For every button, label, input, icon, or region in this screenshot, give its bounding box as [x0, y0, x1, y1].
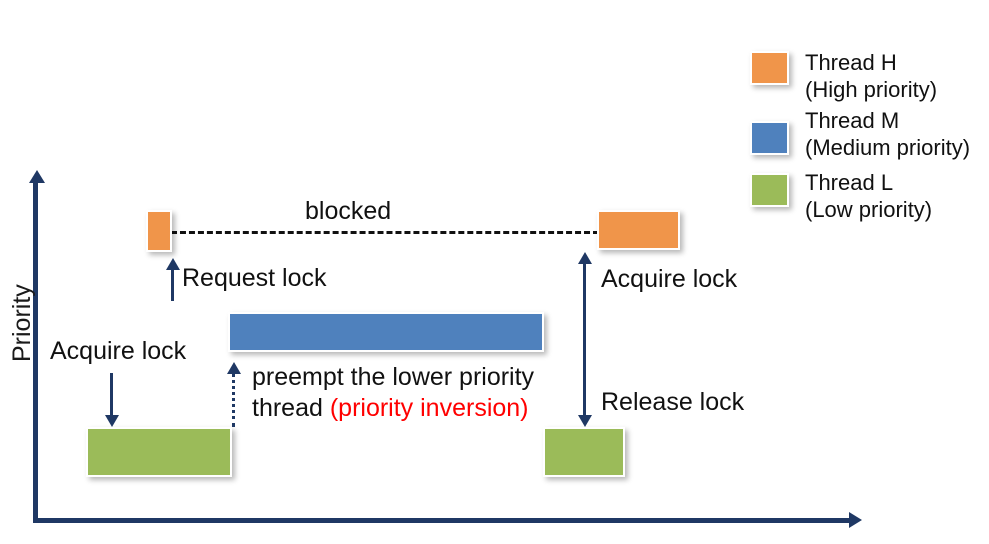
thread-m-running-block	[228, 312, 544, 352]
thread-h-acquired-block	[597, 210, 680, 250]
blocked-label: blocked	[305, 197, 392, 225]
y-axis-title: Priority	[8, 284, 36, 362]
preempt-arrowhead	[227, 362, 241, 374]
request-lock-arrowhead	[166, 258, 180, 270]
acquire-lock-left-arrowhead	[105, 415, 119, 427]
y-axis-arrowhead	[29, 170, 45, 183]
legend-swatch-thread-m	[750, 121, 789, 155]
legend-thread-m-line1: Thread M	[805, 108, 900, 133]
legend-thread-l-line2: (Low priority)	[805, 196, 933, 222]
priority-inversion-emphasis: (priority inversion)	[329, 393, 529, 422]
acquire-lock-left-label: Acquire lock	[50, 337, 187, 365]
legend-label-thread-m: Thread M (Medium priority)	[805, 108, 970, 162]
acquire-lock-left-arrow-shaft	[110, 373, 113, 417]
x-axis-arrowhead	[849, 512, 862, 528]
legend-swatch-thread-h	[750, 51, 789, 85]
preempt-annotation: preempt the lower priority thread (prior…	[252, 362, 534, 423]
thread-l-running-left-block	[86, 427, 232, 477]
preempt-line2-prefix: thread	[252, 393, 330, 422]
blocked-dashed-line	[171, 231, 599, 234]
release-lock-label: Release lock	[601, 388, 745, 416]
request-lock-label: Request lock	[182, 264, 327, 292]
legend-thread-h-line2: (High priority)	[805, 76, 938, 102]
thread-h-running-short-block	[146, 210, 172, 252]
legend-swatch-thread-l	[750, 173, 789, 207]
x-axis-line	[33, 518, 850, 523]
legend-label-thread-l: Thread L (Low priority)	[805, 170, 932, 224]
legend-thread-h-line1: Thread H	[805, 50, 897, 75]
legend-label-thread-h: Thread H (High priority)	[805, 50, 937, 104]
preempt-arrow-shaft	[232, 373, 235, 427]
lock-hold-span-arrow-shaft	[583, 262, 586, 417]
y-axis-line	[33, 182, 38, 523]
legend-thread-l-line1: Thread L	[805, 170, 894, 195]
request-lock-arrow-shaft	[171, 268, 174, 301]
acquire-lock-right-label: Acquire lock	[601, 265, 738, 293]
preempt-line1: preempt the lower priority	[252, 363, 535, 391]
legend-thread-m-line2: (Medium priority)	[805, 134, 971, 160]
acquire-lock-right-arrowhead	[578, 252, 592, 264]
thread-l-running-right-block	[543, 427, 625, 477]
release-lock-arrowhead	[578, 415, 592, 427]
